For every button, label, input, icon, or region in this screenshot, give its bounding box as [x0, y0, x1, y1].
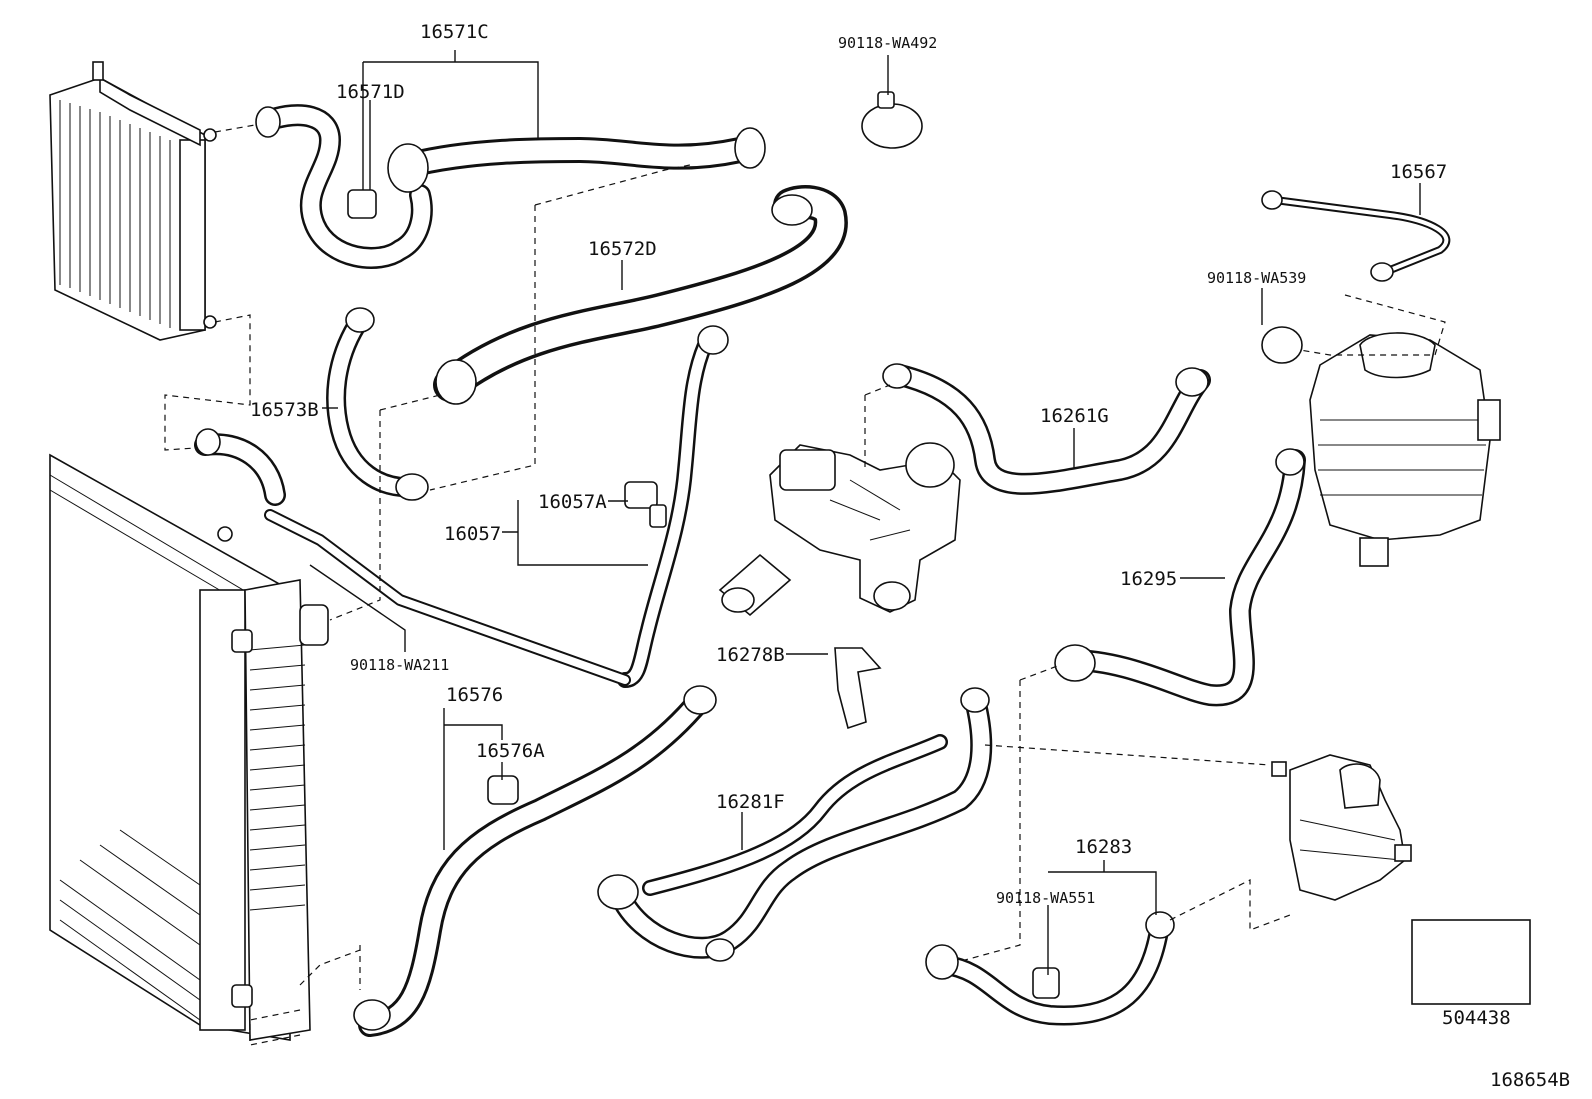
- legend-box: [1411, 919, 1531, 1005]
- label-90118-WA211: 90118-WA211: [350, 656, 449, 674]
- dashed-connections: [164, 124, 1446, 1046]
- label-16283: 16283: [1075, 836, 1132, 858]
- label-16281F: 16281F: [716, 791, 785, 813]
- radiator-lower-illustration: [49, 453, 329, 1041]
- label-16295: 16295: [1120, 568, 1177, 590]
- label-16057: 16057: [444, 523, 501, 545]
- label-16571C: 16571C: [420, 21, 489, 43]
- label-16576A: 16576A: [476, 740, 545, 762]
- legend-code: 504438: [1442, 1007, 1511, 1029]
- label-16261G: 16261G: [1040, 405, 1109, 427]
- expansion-tank: [1309, 332, 1501, 567]
- label-16576: 16576: [446, 684, 503, 706]
- label-16567: 16567: [1390, 161, 1447, 183]
- label-16057A: 16057A: [538, 491, 607, 513]
- small-reservoir: [1271, 754, 1412, 901]
- label-90118-WA492: 90118-WA492: [838, 34, 937, 52]
- label-16278B: 16278B: [716, 644, 785, 666]
- diagram-id: 168654B: [1490, 1069, 1570, 1091]
- label-16573B: 16573B: [250, 399, 319, 421]
- leader-lines: [309, 50, 1421, 975]
- hoses: [194, 104, 1451, 1037]
- radiator-upper-illustration: [49, 61, 217, 341]
- label-90118-WA539: 90118-WA539: [1207, 269, 1306, 287]
- label-90118-WA551: 90118-WA551: [996, 889, 1095, 907]
- part-labels: 16571C 16571D 90118-WA492 16572D 16567 9…: [250, 21, 1570, 1091]
- fittings: [195, 91, 1394, 1031]
- water-pump-assembly: [718, 442, 961, 617]
- label-16571D: 16571D: [336, 81, 405, 103]
- label-16572D: 16572D: [588, 238, 657, 260]
